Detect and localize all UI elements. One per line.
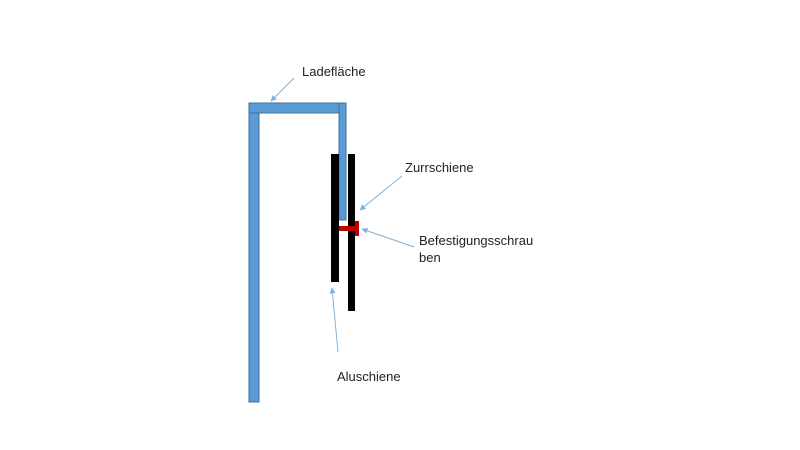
label-aluschiene: Aluschiene	[337, 369, 401, 384]
profile-right-leg	[338, 102, 347, 221]
zurrschiene-rail	[348, 154, 355, 311]
profile-left-leg	[248, 102, 260, 403]
label-zurrschiene: Zurrschiene	[405, 160, 474, 175]
aluschiene-rail	[331, 154, 339, 282]
leader-zurrschiene	[359, 175, 403, 211]
ladeflaeche-profile	[248, 102, 347, 403]
label-befestigung-line2: ben	[419, 250, 441, 265]
screw-head	[355, 221, 359, 236]
befestigungsschraube	[339, 221, 359, 236]
profile-top-bar	[248, 102, 347, 114]
leader-aluschiene	[329, 287, 339, 353]
leader-befestigung	[361, 227, 415, 248]
label-befestigung-line1: Befestigungsschrau	[419, 233, 534, 248]
screw-shaft	[339, 226, 355, 231]
label-befestigungsschrauben: Befestigungsschrau ben	[419, 232, 533, 266]
leader-ladeflaeche	[270, 77, 295, 102]
label-ladeflaeche: Ladefläche	[302, 64, 366, 79]
